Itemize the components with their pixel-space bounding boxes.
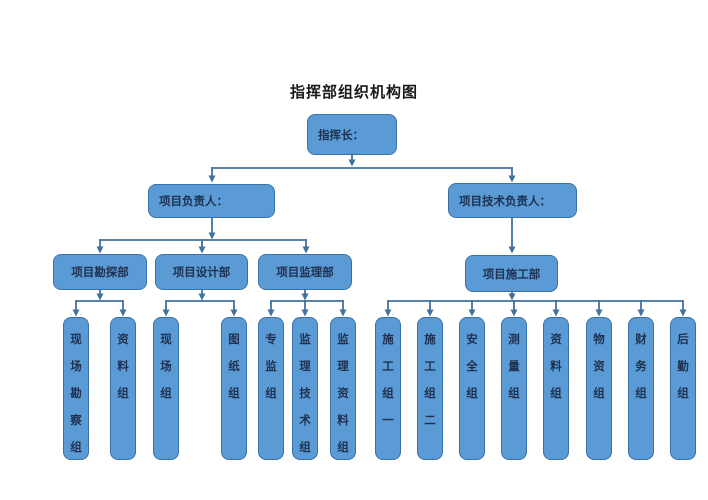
node-project-manager-label: 项目负责人： xyxy=(159,196,228,208)
node-dept-construction: 项目施工部 xyxy=(465,255,558,292)
connector-supervision-dept-to-teams xyxy=(267,290,347,317)
page-title: 指挥部组织机构图 xyxy=(289,85,418,101)
connector-design-dept-to-teams xyxy=(162,290,238,317)
node-team-survey-data: 资料组 xyxy=(110,317,136,460)
node-team-site: 现场组 xyxy=(153,317,179,460)
node-dept-supervision: 项目监理部 xyxy=(258,254,352,290)
node-team-measurement: 测量组 xyxy=(501,317,527,460)
node-commander-label: 指挥长： xyxy=(318,129,364,142)
node-team-finance: 财务组 xyxy=(628,317,654,460)
node-team-construction-2: 施工组二 xyxy=(417,317,443,460)
node-team-logistics: 后勤组 xyxy=(670,317,696,460)
node-project-tech-manager: 项目技术负责人： xyxy=(448,183,577,218)
node-project-manager: 项目负责人： xyxy=(148,184,275,218)
node-team-supervision-data: 监理资料组 xyxy=(330,317,356,460)
connector-manager-to-depts xyxy=(96,218,516,254)
node-team-data: 资料组 xyxy=(543,317,569,460)
node-team-safety: 安全组 xyxy=(459,317,485,460)
node-team-supervision-tech: 监理技术组 xyxy=(292,317,318,460)
node-dept-construction-label: 项目施工部 xyxy=(482,268,541,281)
node-team-drawing: 图纸组 xyxy=(221,317,247,460)
node-team-materials: 物资组 xyxy=(586,317,612,460)
node-project-tech-manager-label: 项目技术负责人： xyxy=(459,195,551,208)
node-dept-design-label: 项目设计部 xyxy=(172,267,231,279)
node-dept-survey-label: 项目勘探部 xyxy=(71,267,129,279)
node-commander: 指挥长： xyxy=(307,114,397,155)
node-dept-design: 项目设计部 xyxy=(155,254,248,290)
node-team-construction-1: 施工组一 xyxy=(375,317,401,460)
node-team-special-supervision: 专监组 xyxy=(258,317,284,460)
node-dept-survey: 项目勘探部 xyxy=(53,254,147,290)
connector-construction-dept-to-teams xyxy=(384,292,687,317)
connector-commander-to-managers xyxy=(208,155,516,183)
connector-survey-dept-to-teams xyxy=(72,290,127,317)
node-team-site-survey: 现场勘察组 xyxy=(63,317,89,460)
node-dept-supervision-label: 项目监理部 xyxy=(276,267,334,279)
